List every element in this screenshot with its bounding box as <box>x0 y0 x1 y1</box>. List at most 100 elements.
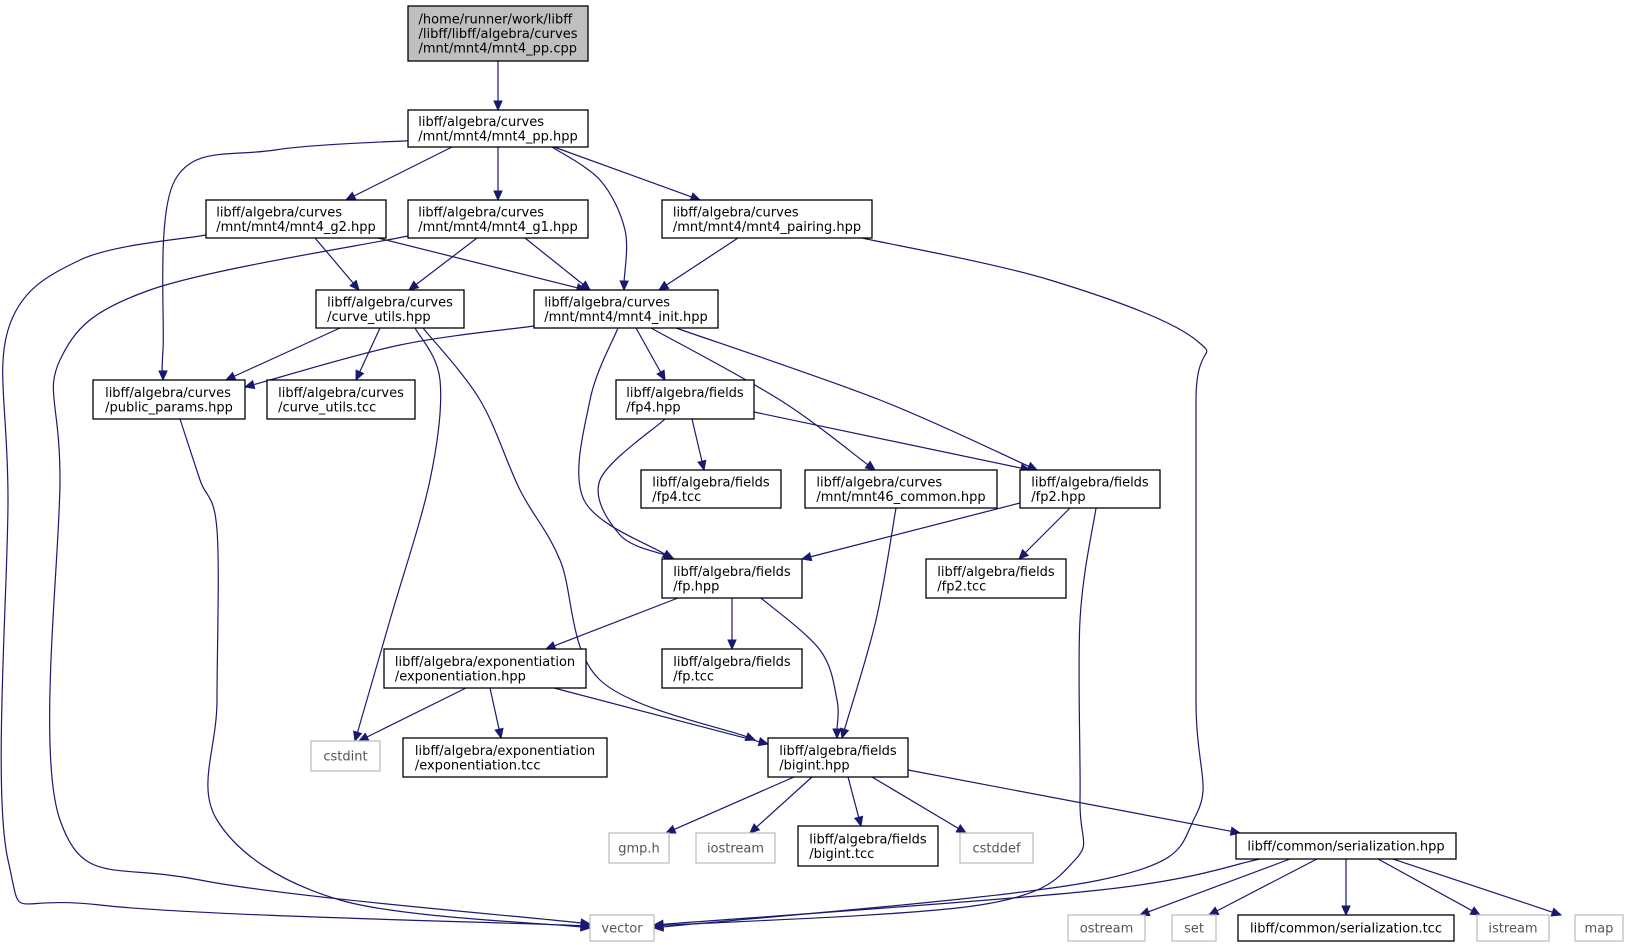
node-label-line: libff/algebra/curves <box>544 295 670 310</box>
node-label-line: /mnt/mnt4/mnt4_g1.hpp <box>418 220 578 235</box>
edge-g1-to-init <box>524 237 591 291</box>
node-bigint-tcc[interactable]: libff/algebra/fields/bigint.tcc <box>797 825 939 867</box>
node-label-line: libff/algebra/fields <box>652 475 770 490</box>
node-label-line: libff/algebra/curves <box>105 386 231 401</box>
edge-serialization-to-serialization_tcc <box>1341 859 1351 917</box>
arrowhead <box>800 552 813 562</box>
node-box <box>640 469 782 509</box>
edge-mnt46_common-to-bigint <box>840 507 897 740</box>
node-label-line: gmp.h <box>618 842 660 857</box>
edge-public_params-to-vector <box>179 418 592 932</box>
node-box <box>266 379 416 420</box>
node-box <box>925 558 1067 599</box>
edge-pp_hpp-to-g1 <box>493 147 503 202</box>
node-box <box>797 825 939 867</box>
edge-exp-to-cstdint <box>357 687 467 742</box>
edge-bigint-to-gmp <box>664 776 795 834</box>
node-label-line: libff/algebra/fields <box>626 386 744 401</box>
node-mnt46-common[interactable]: libff/algebra/curves/mnt/mnt46_common.hp… <box>804 469 998 509</box>
node-curve-utils[interactable]: libff/algebra/curves/curve_utils.hpp <box>315 289 465 329</box>
node-box <box>407 5 589 62</box>
node-box <box>407 109 589 148</box>
arrowhead <box>955 824 968 834</box>
node-label-line: /mnt/mnt4/mnt4_pp.hpp <box>418 129 578 144</box>
node-fp2-tcc[interactable]: libff/algebra/fields/fp2.tcc <box>925 558 1067 599</box>
node-serialization[interactable]: libff/common/serialization.hpp <box>1235 832 1457 860</box>
node-box <box>402 737 608 778</box>
node-exp[interactable]: libff/algebra/exponentiation/exponentiat… <box>383 648 587 689</box>
edge-bigint-to-bigint_tcc <box>847 776 864 828</box>
node-label-line: /libff/libff/algebra/curves <box>419 27 578 42</box>
node-bigint[interactable]: libff/algebra/fields/bigint.hpp <box>767 737 909 778</box>
node-cstdint: cstdint <box>310 740 381 772</box>
edges-layer <box>0 61 1563 932</box>
edge-fp-to-exp <box>544 597 679 651</box>
arrowhead <box>493 100 503 112</box>
arrowhead <box>1207 906 1220 916</box>
node-label-line: libff/common/serialization.tcc <box>1250 922 1442 937</box>
node-label-line: libff/common/serialization.hpp <box>1247 840 1444 855</box>
node-fp[interactable]: libff/algebra/fields/fp.hpp <box>661 558 803 599</box>
arrowhead <box>349 279 360 291</box>
node-box <box>315 289 465 329</box>
node-box <box>661 648 803 689</box>
node-label-line: /mnt/mnt4/mnt4_init.hpp <box>544 310 708 325</box>
edge-g1-to-vector <box>49 235 592 928</box>
node-exp-tcc[interactable]: libff/algebra/exponentiation/exponentiat… <box>402 737 608 778</box>
node-fp2[interactable]: libff/algebra/fields/fp2.hpp <box>1019 469 1161 509</box>
nodes-layer: /home/runner/work/libff/libff/libff/alge… <box>92 5 1624 942</box>
node-label-line: iostream <box>707 842 764 857</box>
node-pairing[interactable]: libff/algebra/curves/mnt/mnt4/mnt4_pairi… <box>661 199 873 239</box>
arrowhead <box>580 922 592 932</box>
node-g1[interactable]: libff/algebra/curves/mnt/mnt4/mnt4_g1.hp… <box>407 199 589 239</box>
edge-serialization-to-vector <box>652 858 1261 930</box>
node-label-line: set <box>1184 922 1204 937</box>
node-label-line: /fp2.hpp <box>1031 490 1085 505</box>
edge-fp-to-bigint <box>760 597 842 740</box>
node-fp4-tcc[interactable]: libff/algebra/fields/fp4.tcc <box>640 469 782 509</box>
node-fp4[interactable]: libff/algebra/fields/fp4.hpp <box>615 379 755 420</box>
arrowhead <box>579 280 591 291</box>
node-box <box>767 737 909 778</box>
edge-pp_hpp-to-init <box>551 146 629 292</box>
node-init[interactable]: libff/algebra/curves/mnt/mnt4/mnt4_init.… <box>533 289 719 329</box>
arrowhead <box>158 370 168 382</box>
node-label-line: libff/algebra/curves <box>816 475 942 490</box>
node-box <box>608 832 670 864</box>
arrowhead <box>619 280 629 292</box>
edge-serialization-to-map <box>1392 858 1563 917</box>
edge-serialization-to-istream <box>1377 858 1482 916</box>
node-box <box>1574 914 1624 942</box>
node-fp-tcc[interactable]: libff/algebra/fields/fp.tcc <box>661 648 803 689</box>
edge-root-to-pp_hpp <box>493 61 503 112</box>
arrowhead <box>355 369 365 382</box>
node-iostream: iostream <box>695 832 776 864</box>
arrowhead <box>1341 905 1351 917</box>
edge-fp4-to-fp4_tcc <box>691 418 707 472</box>
node-label-line: /bigint.hpp <box>779 758 849 773</box>
node-box <box>1067 914 1146 942</box>
node-box <box>533 289 719 329</box>
node-g2[interactable]: libff/algebra/curves/mnt/mnt4/mnt4_g2.hp… <box>205 199 387 239</box>
arrowhead <box>1469 906 1482 916</box>
node-public-params[interactable]: libff/algebra/curves/public_params.hpp <box>92 379 246 420</box>
node-label-line: /home/runner/work/libff <box>419 13 574 28</box>
node-pp-hpp[interactable]: libff/algebra/curves/mnt/mnt4/mnt4_pp.hp… <box>407 109 589 148</box>
node-set: set <box>1171 914 1217 942</box>
node-label-line: libff/algebra/fields <box>779 744 897 759</box>
arrowhead <box>727 639 737 651</box>
arrowhead <box>494 727 504 740</box>
arrowhead <box>344 191 357 201</box>
arrowhead <box>853 815 864 828</box>
edge-fp2-to-fp2_tcc <box>1018 507 1071 560</box>
node-label-line: /public_params.hpp <box>105 400 233 415</box>
arrowhead <box>664 824 677 834</box>
arrowhead <box>840 727 850 740</box>
node-curve-utils-tcc[interactable]: libff/algebra/curves/curve_utils.tcc <box>266 379 416 420</box>
node-label-line: libff/algebra/curves <box>327 295 453 310</box>
node-label-line: /fp4.hpp <box>626 400 680 415</box>
edge-g2-to-curve_utils <box>314 237 360 291</box>
node-serialization-tcc[interactable]: libff/common/serialization.tcc <box>1237 914 1455 942</box>
node-label-line: libff/algebra/curves <box>278 386 404 401</box>
node-box <box>1235 832 1457 860</box>
